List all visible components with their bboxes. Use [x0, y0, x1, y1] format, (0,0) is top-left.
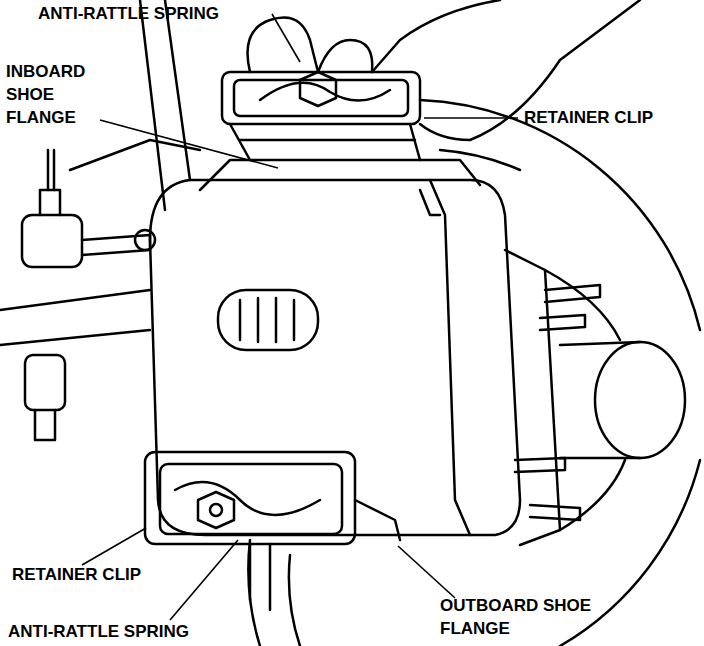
knuckle-edge	[165, 0, 190, 180]
retainer-clip	[145, 452, 355, 544]
hand-wrist	[372, 0, 500, 72]
tie-rod-nut	[35, 410, 55, 440]
wheel-stud	[540, 315, 585, 330]
rotor-edge	[560, 460, 700, 646]
tie-rod-boot	[25, 355, 65, 410]
caliper-bolt	[135, 230, 155, 250]
inspection-port	[218, 290, 318, 350]
tie-rod	[0, 290, 150, 345]
part-label: ANTI-RATTLE SPRING	[8, 620, 248, 643]
tie-rod-stud	[40, 190, 60, 215]
caliper-detail	[420, 190, 440, 215]
hand-finger	[318, 40, 372, 72]
tie-rod-end	[22, 215, 82, 267]
shoe-flange	[240, 139, 415, 142]
hand	[248, 18, 319, 73]
part-label: RETAINER CLIP	[12, 563, 188, 586]
wheel-stud	[530, 505, 580, 520]
retainer-clip	[222, 72, 420, 124]
rotor-edge	[289, 555, 300, 646]
leader-line	[82, 528, 146, 565]
part-label: RETAINER CLIP	[524, 106, 700, 129]
leader-lines	[82, 14, 518, 620]
clip-nut	[300, 72, 336, 106]
caliper-top	[200, 160, 480, 190]
retainer-clip-inner	[234, 80, 408, 116]
wheel-stud	[545, 285, 600, 302]
hub-cap	[595, 342, 685, 458]
rotor-edge	[420, 100, 700, 330]
part-label: INBOARD SHOE FLANGE	[6, 60, 106, 129]
hub-flange	[505, 250, 560, 545]
clip-nut	[198, 492, 234, 528]
anti-rattle-spring	[260, 83, 390, 101]
hub-cap-side	[560, 342, 640, 458]
retainer-clip-inner	[160, 464, 342, 534]
tie-rod-arm	[82, 235, 150, 255]
part-label: ANTI-RATTLE SPRING	[38, 2, 270, 25]
leader-line	[398, 546, 455, 598]
leader-line	[272, 14, 300, 62]
caliper-body	[150, 180, 520, 535]
leader-line	[170, 540, 238, 620]
shoe-flange	[355, 500, 400, 540]
shoe-edge	[250, 544, 270, 610]
wheel-stud	[515, 458, 565, 472]
part-label: OUTBOARD SHOE FLANGE	[440, 594, 640, 640]
caliper-edge	[430, 180, 470, 535]
clip-nut-hole	[210, 504, 222, 516]
leader-line	[424, 117, 518, 119]
cotter-pin	[48, 150, 54, 190]
shoe-flange	[230, 124, 420, 160]
port-ribs	[240, 298, 294, 342]
knuckle-edge	[140, 0, 165, 210]
knuckle-edge	[70, 140, 200, 170]
leader-line	[100, 120, 278, 168]
